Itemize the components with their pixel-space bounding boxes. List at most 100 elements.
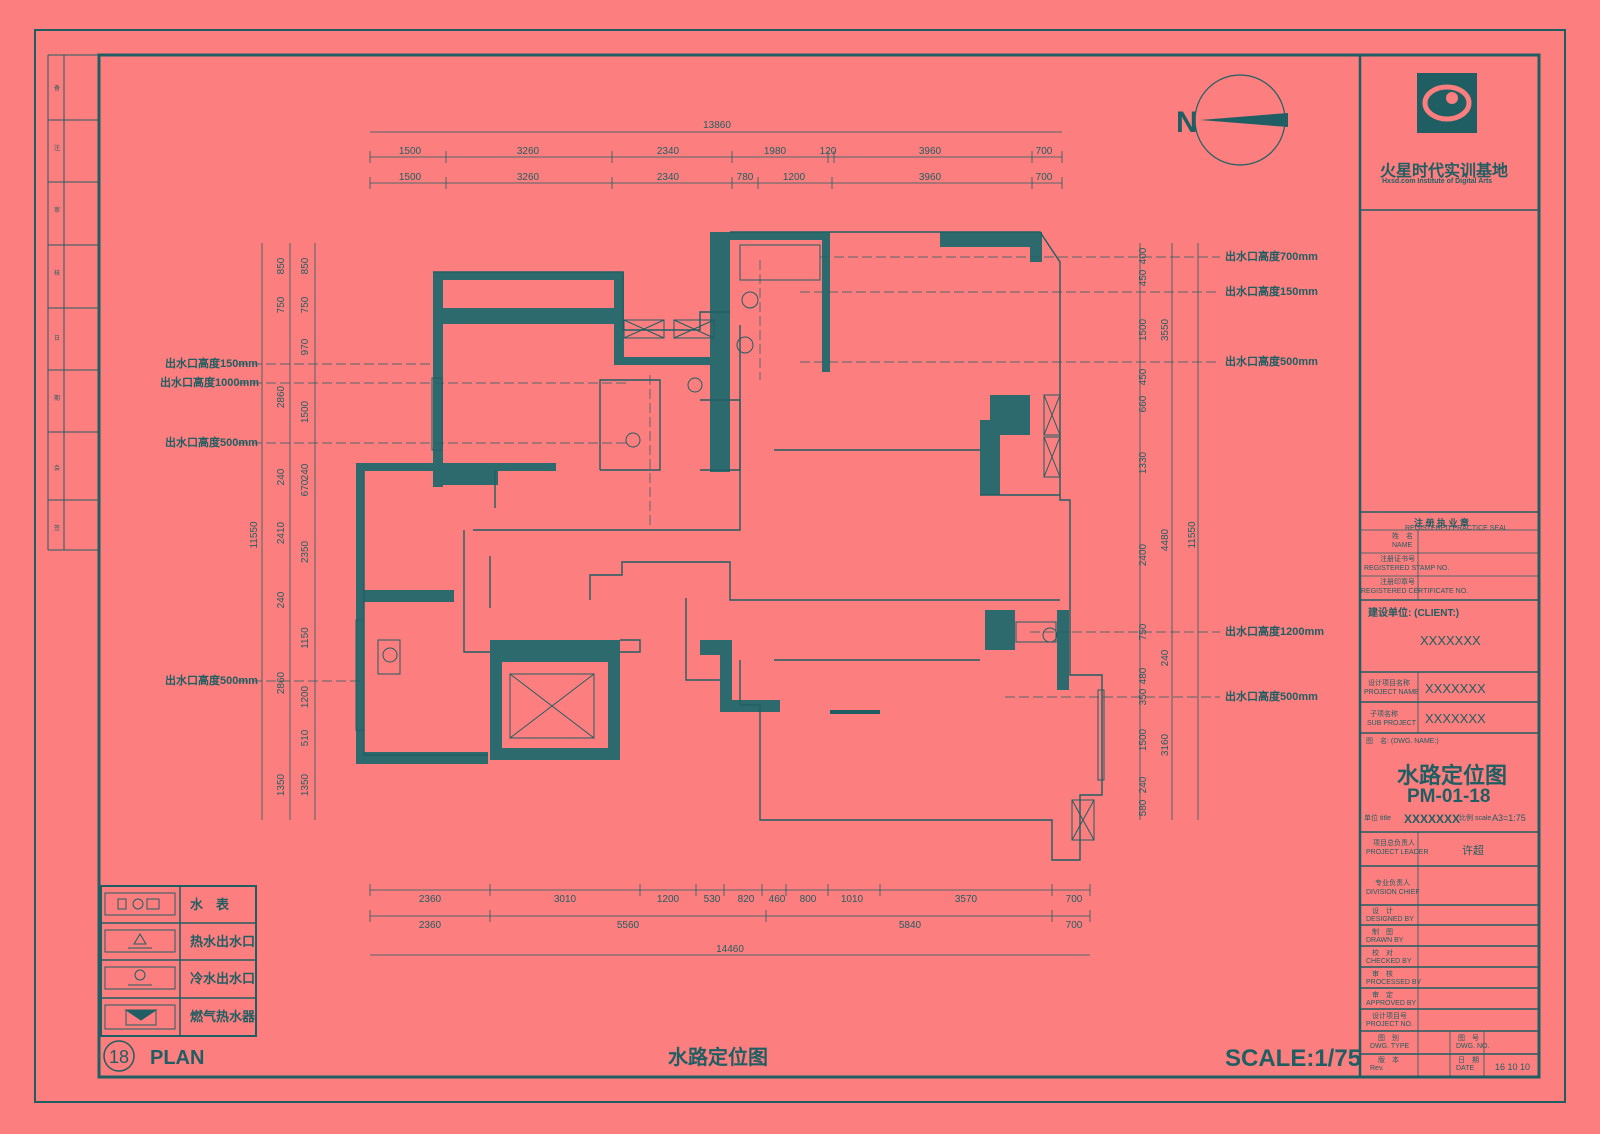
sign-row-label-en: DESIGNED BY: [1366, 916, 1414, 923]
sign-row-label: 审 定: [1372, 992, 1393, 999]
scale-label: SCALE:1/75: [1225, 1045, 1361, 1072]
left-strip: [47, 54, 100, 551]
dimension-label: 3260: [517, 172, 540, 183]
legend: 水 表 热水出水口 冷水出水口 燃气热水器: [100, 885, 257, 1037]
bottom-row-label: DWG. TYPE: [1370, 1043, 1410, 1050]
dimension-label: 2350: [300, 540, 311, 563]
fixtures: [355, 244, 1105, 841]
legend-label: 热水出水口: [190, 934, 255, 949]
dimension-label: 3570: [955, 894, 978, 905]
leader-label-en: PROJECT LEADER: [1366, 849, 1429, 856]
dimension-label: 3160: [1160, 733, 1171, 756]
north-label: N: [1176, 106, 1198, 139]
strip-text: 期: [54, 394, 60, 402]
dimension-label: 2860: [276, 385, 287, 408]
dimension-label: 1500: [399, 146, 422, 157]
dimension-label: 1200: [657, 894, 680, 905]
reg-row-label-en: NAME: [1392, 542, 1413, 549]
dimension-label: 1150: [300, 627, 311, 649]
dimension-label: 700: [1036, 146, 1053, 157]
bottom-row-label: 日 期: [1458, 1057, 1479, 1064]
plan-label: PLAN: [150, 1047, 204, 1069]
dimension-label: 580: [1138, 799, 1149, 816]
bottom-row-label: DATE: [1456, 1065, 1475, 1072]
strip-text: 会: [54, 464, 60, 472]
leader-label: 项目总负责人: [1373, 840, 1415, 847]
dimension-label: 11550: [249, 521, 260, 549]
dimension-label: 5840: [899, 920, 922, 931]
date-value: 16 10 10: [1495, 1062, 1531, 1072]
company-logo: [1417, 73, 1477, 133]
outlet-height-label: 出水口高度1200mm: [1225, 624, 1324, 638]
company-name-en: Hxsd.com Institute of Digital Arts: [1382, 178, 1493, 185]
strip-text: 日: [54, 335, 60, 342]
dimension-label: 4480: [1160, 528, 1171, 551]
project-name-label: 设计项目名称: [1368, 680, 1410, 687]
scale-ratio-value: A3=1:75: [1492, 813, 1526, 823]
bottom-row-label: DWG. NO.: [1456, 1043, 1490, 1050]
reg-row-label: 姓 名: [1392, 533, 1413, 540]
sub-project-label: 子项名称: [1370, 711, 1398, 718]
dimension-label: 1500: [300, 400, 311, 423]
dimension-label: 2360: [419, 920, 442, 931]
project-name-value: XXXXXXX: [1425, 681, 1486, 696]
dimension-label: 240: [276, 591, 287, 608]
sign-row-label-en: PROJECT NO.: [1366, 1021, 1413, 1028]
company-name-cn: 火星时代实训基地: [1380, 163, 1509, 180]
bottom-row-label: Rev.: [1370, 1065, 1384, 1072]
dimension-label: 3550: [1160, 318, 1171, 341]
strip-text: 备: [54, 84, 60, 92]
unit-value: XXXXXXX: [1404, 812, 1461, 826]
legend-label: 燃气热水器: [190, 1009, 256, 1024]
sign-row-label-en: PROCESSED BY: [1366, 979, 1422, 986]
dimension-label: 1500: [1138, 728, 1149, 751]
dimension-label: 2400: [1138, 543, 1149, 566]
dimension-label: 3960: [919, 146, 942, 157]
reg-row-label-en: REGISTERED STAMP NO.: [1364, 565, 1450, 572]
dimension-label: 5560: [617, 920, 640, 931]
sign-row-label-en: APPROVED BY: [1366, 1000, 1417, 1007]
leader-lines: [238, 256, 1220, 698]
dimension-label: 240: [1138, 776, 1149, 793]
outlet-height-label: 出水口高度500mm: [165, 435, 258, 449]
annotation-labels: 出水口高度150mm 出水口高度1000mm 出水口高度500mm 出水口高度5…: [160, 249, 1324, 703]
legend-label: 冷水出水口: [190, 971, 255, 986]
sign-row-label: 校 对: [1372, 950, 1393, 957]
reg-row-label: 注册印章号: [1380, 579, 1415, 586]
dimension-label: 700: [1036, 172, 1053, 183]
dimension-label: 700: [1066, 894, 1083, 905]
dimension-label: 240: [1160, 649, 1171, 666]
dimension-label: 780: [737, 172, 754, 183]
dimension-label: 450: [1138, 269, 1149, 286]
dimension-label: 400: [1138, 247, 1149, 264]
dimension-label: 850: [300, 257, 311, 274]
outlet-height-label: 出水口高度500mm: [165, 673, 258, 687]
dimension-label: 750: [276, 296, 287, 313]
dimension-label: 450: [1138, 368, 1149, 385]
sub-project-value: XXXXXXX: [1425, 711, 1486, 726]
dimension-label: 240: [276, 468, 287, 485]
dimension-label: 2860: [276, 671, 287, 694]
dimension-label: 660: [1138, 395, 1149, 412]
dimension-label: 350: [1138, 688, 1149, 705]
dimension-label: 13860: [703, 120, 731, 131]
strip-text: 核: [54, 269, 60, 277]
dimension-label: 970: [300, 338, 311, 355]
dimension-label: 460: [769, 894, 786, 905]
footer-title: 水路定位图: [668, 1045, 768, 1069]
outer-border: [34, 29, 1566, 1103]
walls: [356, 232, 1069, 764]
outlet-height-label: 出水口高度500mm: [1225, 689, 1318, 703]
dimension-label: 1200: [783, 172, 806, 183]
bottom-row-label: 版 本: [1378, 1057, 1399, 1064]
outlet-height-label: 出水口高度150mm: [1225, 284, 1318, 298]
drawing-title: 水路定位图: [1397, 763, 1508, 788]
dimension-label: 240: [300, 463, 311, 480]
drawing-no: PM-01-18: [1407, 786, 1491, 807]
dimension-label: 750: [300, 296, 311, 313]
outlet-height-label: 出水口高度500mm: [1225, 354, 1318, 368]
dimension-label: 3960: [919, 172, 942, 183]
inner-border: [97, 53, 1541, 1079]
dimension-label: 480: [1138, 667, 1149, 684]
